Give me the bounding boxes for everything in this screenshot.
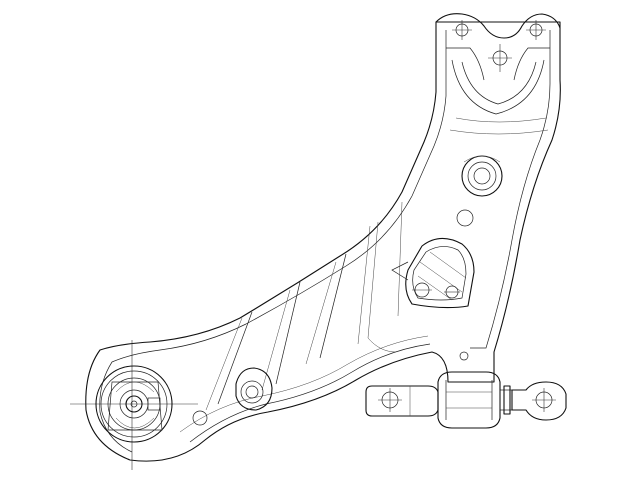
arm-lower-flange	[189, 343, 431, 443]
bracket-rib-right	[513, 47, 550, 81]
bracket-cradle-inner	[461, 61, 537, 105]
arm-lower-flange-2	[179, 335, 429, 433]
small-hole-mid	[192, 410, 208, 426]
mid-pocket	[391, 237, 475, 309]
pocket-hole-left	[412, 282, 432, 298]
small-hole-lower	[459, 351, 469, 361]
arm-body	[85, 21, 561, 462]
upper-bushing	[461, 155, 503, 197]
ball-joint	[70, 340, 198, 470]
pocket-arrow	[391, 261, 409, 281]
link-right-eye	[499, 381, 567, 421]
arm-inner-flange-2	[470, 30, 551, 349]
link-left-eye	[365, 385, 439, 417]
arm-inner-flange	[99, 30, 447, 453]
bolt-hole-top-left	[452, 20, 472, 40]
bracket-cradle	[451, 59, 545, 115]
top-mount-bracket	[435, 13, 561, 135]
mid-bushing	[235, 367, 273, 411]
bolt-hole-top-center	[488, 44, 512, 72]
bracket-top-outline	[435, 13, 561, 39]
small-hole-upper	[456, 209, 474, 227]
arm-outer-outline	[85, 21, 561, 462]
rear-bushing	[437, 371, 501, 429]
bracket-rib-left	[446, 47, 485, 81]
pocket-hole-right	[444, 285, 460, 299]
pocket-inner	[412, 246, 467, 301]
bracket-web-2	[449, 129, 549, 135]
bolt-hole-top-right	[526, 20, 546, 40]
pocket-outline	[405, 237, 475, 309]
bracket-web	[455, 117, 547, 123]
arm-ribs	[205, 201, 403, 411]
